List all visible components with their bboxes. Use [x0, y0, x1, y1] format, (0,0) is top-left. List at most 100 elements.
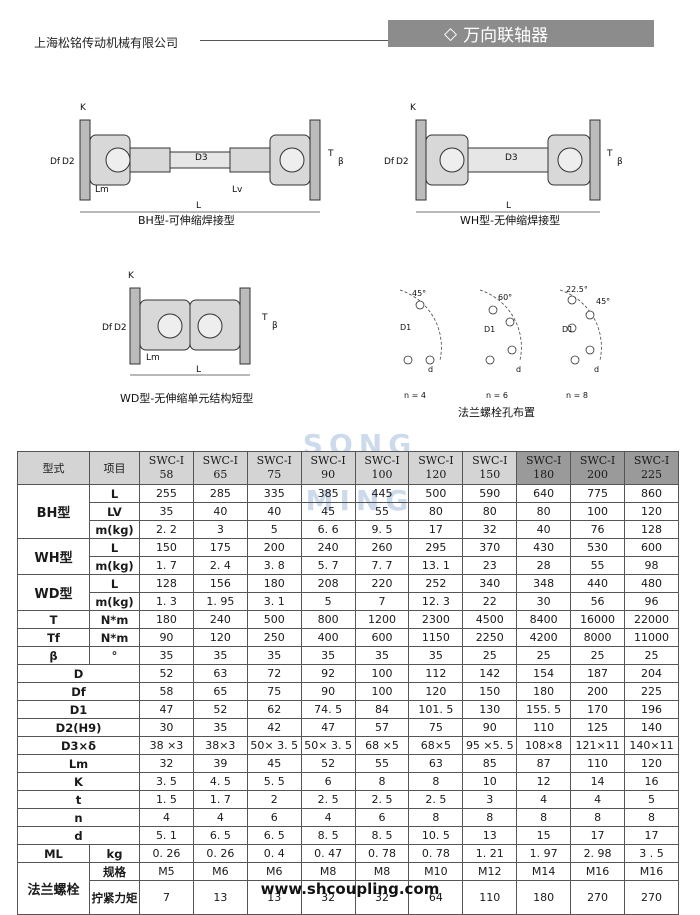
table-cell: 112 — [408, 664, 464, 683]
table-cell: 5. 1 — [139, 826, 194, 845]
table-cell: 225 — [624, 682, 679, 701]
table-cell: 25 — [570, 646, 626, 665]
table-cell: 1. 5 — [139, 790, 194, 809]
table-cell: 220 — [354, 574, 410, 593]
row-item: L — [89, 484, 140, 503]
table-cell: 6 — [300, 772, 356, 791]
table-cell: 640 — [516, 484, 572, 503]
table-cell: 180 — [246, 574, 302, 593]
row-label: ML — [17, 844, 90, 863]
table-cell: 180 — [139, 610, 194, 629]
table-cell: 3. 8 — [246, 556, 302, 575]
table-cell: 40 — [246, 502, 302, 521]
table-cell: M14 — [516, 862, 572, 881]
table-cell: 100 — [570, 502, 626, 521]
dim-lv-bh: Lv — [232, 185, 243, 195]
dim-d3-bh: D3 — [195, 153, 208, 163]
table-cell: 65 — [192, 682, 248, 701]
table-cell: 5. 7 — [300, 556, 356, 575]
row-label: n — [17, 808, 140, 827]
table-cell: 140×11 — [624, 736, 679, 755]
flange-arc-n4 — [399, 289, 442, 361]
table-cell: 92 — [300, 664, 356, 683]
table-cell: 385 — [300, 484, 356, 503]
table-cell: 0. 26 — [192, 844, 248, 863]
dim-d-n8: d — [594, 365, 599, 374]
table-cell: 340 — [462, 574, 518, 593]
table-cell: 25 — [516, 646, 572, 665]
model-size: 58 — [159, 468, 174, 481]
table-cell: 348 — [516, 574, 572, 593]
table-cell: 285 — [192, 484, 248, 503]
row-item: 规格 — [89, 862, 140, 881]
table-cell: 530 — [570, 538, 626, 557]
table-cell: 0. 47 — [300, 844, 356, 863]
flange-arc-n8 — [559, 289, 602, 361]
row-label: Tf — [17, 628, 90, 647]
model-size: 120 — [425, 468, 447, 481]
table-cell: 47 — [300, 718, 356, 737]
row-item: m(kg) — [89, 556, 140, 575]
table-cell: 23 — [462, 556, 518, 575]
dim-t-bh: T — [327, 149, 334, 159]
table-cell: 98 — [624, 556, 679, 575]
table-cell: 84 — [354, 700, 410, 719]
table-cell: 80 — [408, 502, 464, 521]
table-cell: 62 — [246, 700, 302, 719]
table-cell: 80 — [462, 502, 518, 521]
table-cell: 17 — [570, 826, 626, 845]
table-cell: 1200 — [354, 610, 410, 629]
table-cell: 110 — [570, 754, 626, 773]
table-cell: 87 — [516, 754, 572, 773]
table-cell: 12 — [516, 772, 572, 791]
table-cell: 8 — [516, 808, 572, 827]
website-url[interactable]: www.shcoupling.com — [260, 880, 440, 898]
table-cell: 11000 — [624, 628, 679, 647]
table-cell: 50× 3. 5 — [246, 736, 302, 755]
section-title: 万向联轴器 — [463, 26, 549, 46]
table-cell: 480 — [624, 574, 679, 593]
table-cell: 7. 7 — [354, 556, 410, 575]
n6-label: n = 6 — [486, 391, 508, 400]
table-cell: 5. 5 — [246, 772, 302, 791]
table-cell: 8000 — [570, 628, 626, 647]
angle-45-n4: 45° — [412, 289, 426, 298]
row-item: L — [89, 574, 140, 593]
table-cell: 860 — [624, 484, 679, 503]
table-cell: 208 — [300, 574, 356, 593]
row-item: LV — [89, 502, 140, 521]
row-item: m(kg) — [89, 520, 140, 539]
model-series: SWC-I — [310, 454, 346, 467]
table-cell: 72 — [246, 664, 302, 683]
table-cell: 45 — [300, 502, 356, 521]
model-size: 150 — [479, 468, 501, 481]
table-cell: 56 — [570, 592, 626, 611]
company-name: 上海松铭传动机械有限公司 — [34, 36, 179, 50]
table-cell: 30 — [516, 592, 572, 611]
table-cell: 80 — [516, 502, 572, 521]
table-cell: 240 — [192, 610, 248, 629]
dim-l-bh: L — [196, 201, 201, 211]
wd-drawing — [129, 287, 251, 365]
table-cell: 4 — [139, 808, 194, 827]
table-cell: 32 — [462, 520, 518, 539]
table-cell: 250 — [246, 628, 302, 647]
table-cell: 2300 — [408, 610, 464, 629]
table-cell: 22000 — [624, 610, 679, 629]
diamond-icon: ◇ — [444, 23, 458, 44]
table-cell: 15 — [516, 826, 572, 845]
table-cell: 600 — [354, 628, 410, 647]
table-cell: 2. 5 — [354, 790, 410, 809]
row-unit: kg — [89, 844, 140, 863]
wh-drawing — [415, 119, 601, 201]
row-unit: N*m — [89, 628, 140, 647]
